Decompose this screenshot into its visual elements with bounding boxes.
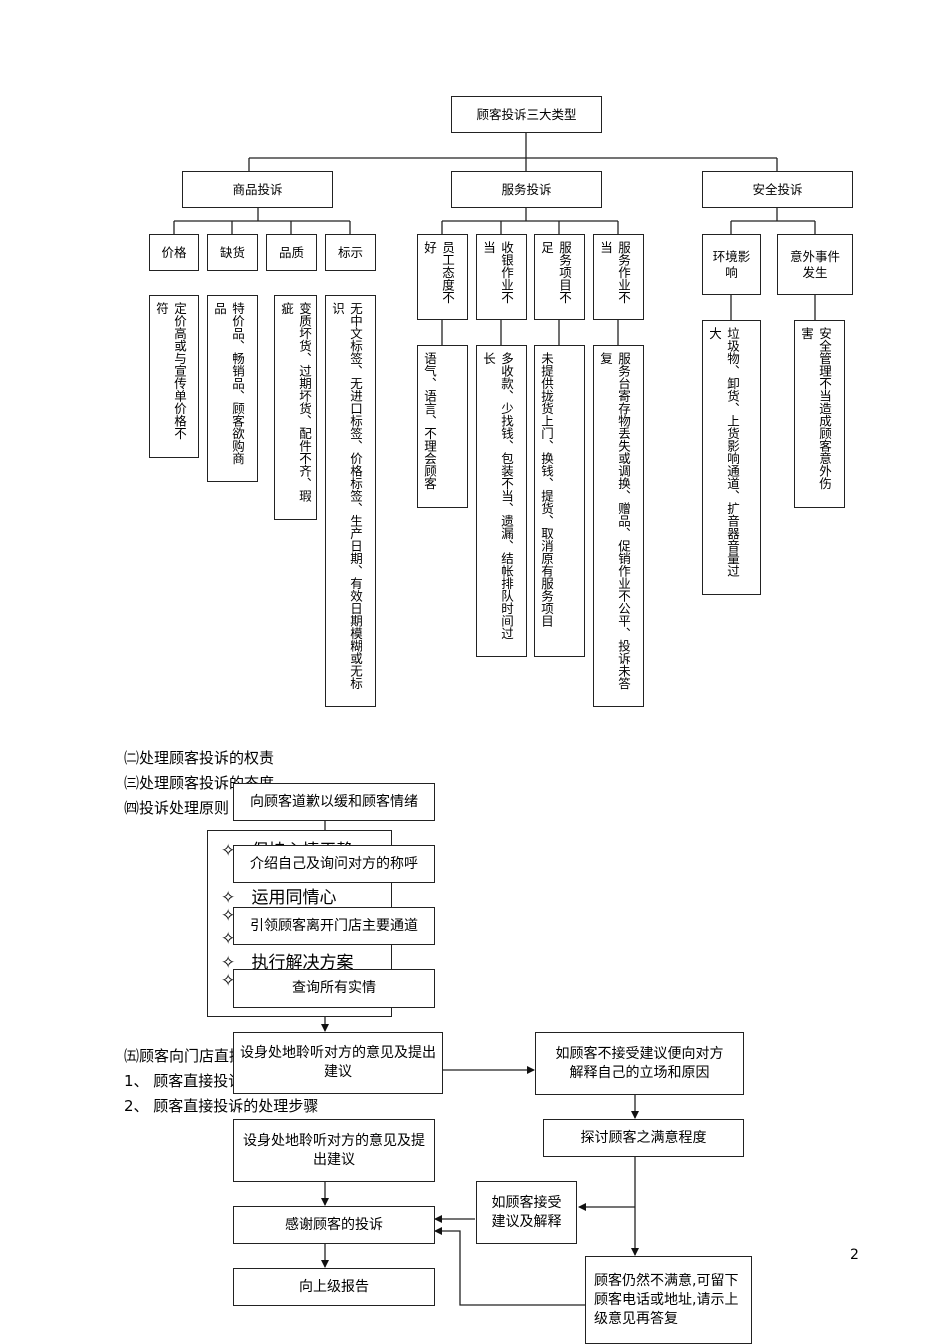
- flow-step-satisfaction: 探讨顾客之满意程度: [543, 1119, 744, 1157]
- category-safety: 安全投诉: [702, 171, 853, 208]
- flow-step-investigate: 查询所有实情: [233, 969, 435, 1008]
- flow-step-still-unsatisfied: 顾客仍然不满意,可留下顾客电话或地址,请示上级意见再答复: [585, 1256, 752, 1344]
- goods-item-quality: 品质: [266, 234, 317, 271]
- flow-step-listen-1: 设身处地聆听对方的意见及提出建议: [233, 1032, 443, 1094]
- principle-bullet-c: ✧: [221, 971, 236, 991]
- goods-item-label: 标示: [325, 234, 376, 271]
- service-detail-operation: 服务台寄存物丢失或调换、赠品、促销作业不公平、投诉未答复: [593, 345, 644, 707]
- flow-step-lead-away: 引领顾客离开门店主要通道: [233, 907, 435, 945]
- goods-detail-price: 定价高或与宣传单价格不符: [149, 295, 199, 458]
- section-5-item-2: 2、 顾客直接投诉的处理步骤: [124, 1097, 319, 1115]
- flow-step-introduce: 介绍自己及询问对方的称呼: [233, 845, 435, 883]
- service-item-attitude: 员工态度不好: [417, 234, 468, 320]
- safety-item-accident: 意外事件发生: [777, 234, 853, 295]
- goods-detail-quality: 变质坏货、过期坏货、配件不齐、瑕疵: [274, 295, 317, 520]
- principle-bullet-a: ✧: [221, 906, 236, 926]
- principle-bullet-b: ✧: [221, 929, 236, 949]
- category-service: 服务投诉: [451, 171, 602, 208]
- flow-step-report: 向上级报告: [233, 1268, 435, 1306]
- service-item-cashier: 收银作业不当: [476, 234, 527, 320]
- safety-detail-accident: 安全管理不当造成顾客意外伤害: [794, 320, 845, 508]
- goods-detail-stockout: 特价品、畅销品、顾客欲购商品: [207, 295, 258, 482]
- tree-root: 顾客投诉三大类型: [451, 96, 602, 133]
- category-goods: 商品投诉: [182, 171, 333, 208]
- section-4-heading: ㈣投诉处理原则: [124, 799, 230, 817]
- safety-item-environment: 环境影响: [702, 234, 761, 295]
- service-item-operation: 服务作业不当: [593, 234, 644, 320]
- flow-step-listen-2: 设身处地聆听对方的意见及提出建议: [233, 1119, 435, 1182]
- principle-3: ✧ 执行解决方案: [221, 953, 354, 973]
- service-item-lacking: 服务项目不足: [534, 234, 585, 320]
- flow-step-apologize: 向顾客道歉以缓和顾客情绪: [233, 783, 435, 821]
- section-2-heading: ㈡处理顾客投诉的权责: [124, 749, 275, 767]
- goods-item-price: 价格: [149, 234, 199, 271]
- flow-step-accepts: 如顾客接受建议及解释: [476, 1181, 577, 1244]
- service-detail-cashier: 多收款、少找钱、包装不当、遗漏、结帐排队时间过长: [476, 345, 527, 657]
- flow-step-explain-position: 如顾客不接受建议便向对方解释自己的立场和原因: [535, 1032, 744, 1095]
- page-number: 2: [850, 1247, 859, 1263]
- principle-2: ✧ 运用同情心: [221, 888, 337, 908]
- flow-step-thank: 感谢顾客的投诉: [233, 1206, 435, 1244]
- section-5-item-1: 1、 顾客直接投诉: [124, 1072, 244, 1090]
- service-detail-attitude: 语气、语言、不理会顾客: [417, 345, 468, 508]
- goods-item-stockout: 缺货: [207, 234, 258, 271]
- safety-detail-environment: 垃圾物、卸货、上货影响通道、扩音器音量过大: [702, 320, 761, 595]
- goods-detail-label: 无中文标签、无进口标签、价格标签、生产日期、有效日期模糊或无标识: [325, 295, 376, 707]
- service-detail-lacking: 未提供拢货上门、换钱、提货、取消原有服务项目: [534, 345, 585, 657]
